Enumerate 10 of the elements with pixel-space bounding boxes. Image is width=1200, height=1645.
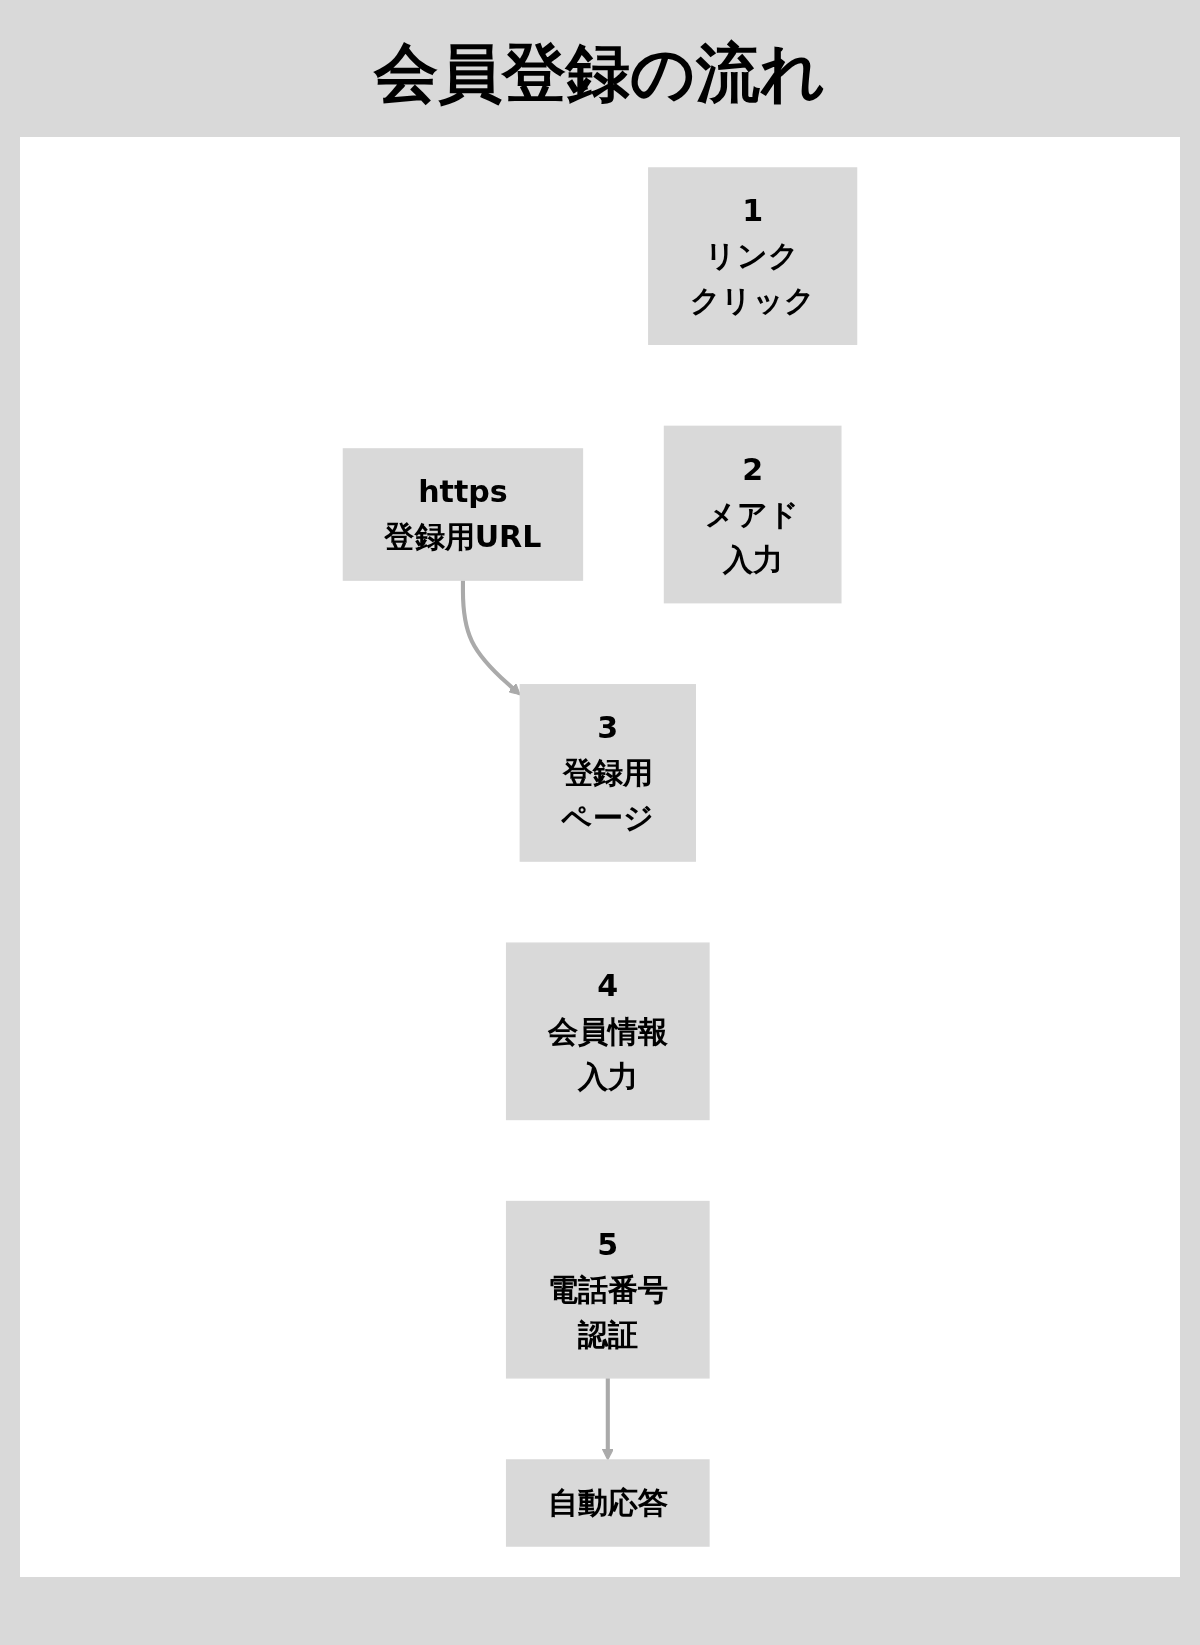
node-box: 1 リンク クリック xyxy=(648,167,858,345)
title: 会員登録の流れ xyxy=(372,35,827,112)
arrow xyxy=(460,580,521,696)
node-box: https 登録用URL xyxy=(342,448,584,581)
node-box: 3 登録用 ページ xyxy=(519,684,696,862)
node-box: 2 メアド 入力 xyxy=(663,425,842,604)
arrow xyxy=(601,1377,614,1461)
node-box: 4 会員情報 入力 xyxy=(505,942,710,1121)
node-box: 5 電話番号 認証 xyxy=(505,1200,710,1379)
node-box: 自動応答 xyxy=(505,1459,710,1547)
